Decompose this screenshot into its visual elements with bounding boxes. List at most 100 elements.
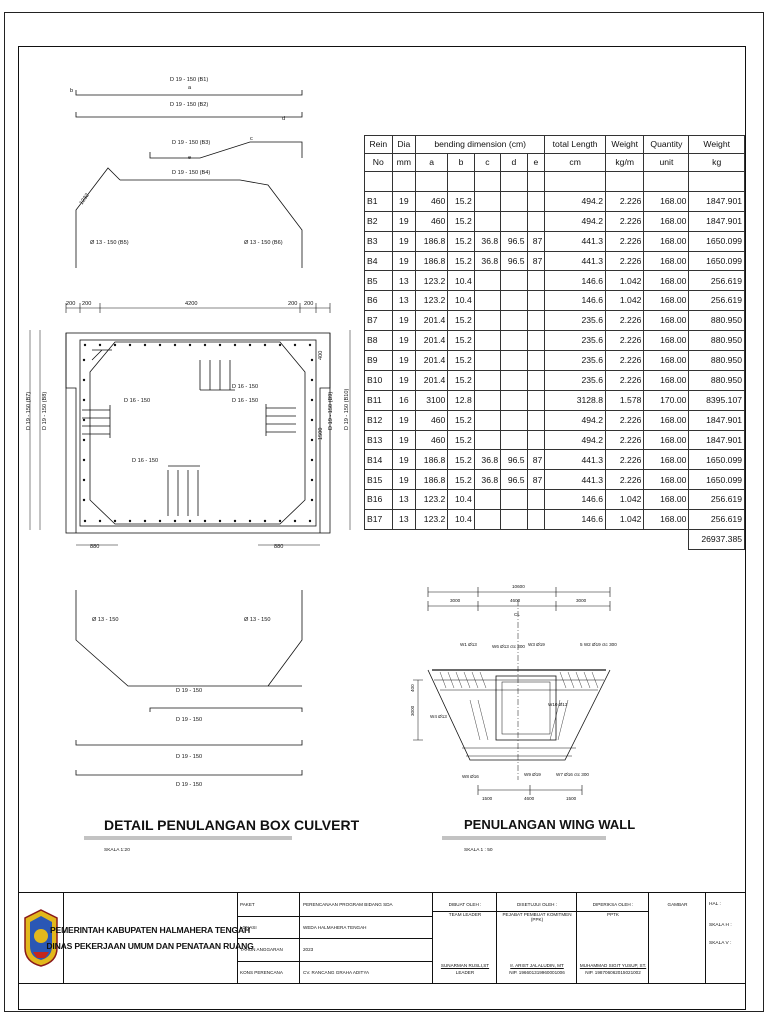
label-o13-b: Ø 13 - 150 xyxy=(244,617,270,623)
cell-b: 10.4 xyxy=(447,290,475,312)
ww-w1: W1 Ø13 xyxy=(460,642,477,647)
agency-line-1: PEMERINTAH KABUPATEN HALMAHERA TENGAH xyxy=(50,925,250,935)
cell-len: 146.6 xyxy=(544,290,606,312)
th-wt: Weight xyxy=(688,135,745,154)
diperiksa-role: PPTK xyxy=(577,911,649,917)
dibuat-name: SUNARMAN RUSLI,ST xyxy=(440,963,490,968)
label-b5-length: 1232 xyxy=(79,193,91,207)
cell-len: 235.6 xyxy=(544,310,606,332)
bar-b5 xyxy=(75,167,121,268)
cell-e xyxy=(526,310,546,332)
th-total2: cm xyxy=(544,153,606,172)
lokasi-value: WEDA HALMAHERA TENGAH xyxy=(303,924,367,930)
cell-wpm: 2.226 xyxy=(604,449,645,471)
paket-label: PAKET xyxy=(240,902,255,907)
title-block: PEMERINTAH KABUPATEN HALMAHERA TENGAH DI… xyxy=(18,892,746,984)
cell-wt: 880.950 xyxy=(688,330,745,352)
cell-wt: 1847.901 xyxy=(688,409,745,431)
label-d19-a: D 19 - 150 xyxy=(176,688,202,694)
cell-e xyxy=(526,350,546,371)
cell-no: B6 xyxy=(364,290,393,312)
cell-d: 96.5 xyxy=(500,449,528,471)
letter-b: b xyxy=(70,88,73,94)
cell-e: 87 xyxy=(526,250,546,272)
cell-len: 441.3 xyxy=(544,469,606,491)
cell-len: 441.3 xyxy=(544,230,606,252)
cell-d xyxy=(500,369,528,391)
cell-d xyxy=(500,210,528,232)
dim-side2: 400 xyxy=(318,351,324,360)
label-b6: Ø 13 - 150 (B6) xyxy=(244,240,283,246)
cell-wpm: 2.226 xyxy=(604,369,645,391)
cell-qty: 168.00 xyxy=(643,250,690,272)
cell-no: B17 xyxy=(364,509,393,531)
cell-e xyxy=(526,369,546,391)
cell-qty: 168.00 xyxy=(643,449,690,471)
cell-b: 15.2 xyxy=(447,210,475,232)
table-total-row: 26937.385 xyxy=(364,529,745,550)
th-rein: Rein xyxy=(364,135,393,154)
cell-dia: 19 xyxy=(391,429,417,451)
ww-w3: W3 Ø19 xyxy=(528,642,545,647)
th-e: e xyxy=(526,153,546,172)
cell-c xyxy=(473,330,502,352)
cell-qty: 168.00 xyxy=(643,290,690,312)
cell-wt: 1847.901 xyxy=(688,210,745,232)
cell-c xyxy=(473,350,502,371)
cell-c xyxy=(473,310,502,332)
sheet-info: HAL : SKALA H : SKALA V : xyxy=(705,893,746,983)
cell-wt: 880.950 xyxy=(688,310,745,332)
letter-c: c xyxy=(250,136,253,142)
cell-a: 186.8 xyxy=(415,230,449,252)
cell-qty: 170.00 xyxy=(643,389,690,411)
rebar-schedule-table: Rein Dia bending dimension (cm) total Le… xyxy=(364,135,745,550)
bar-b3 xyxy=(149,141,303,159)
dim-c: 200 xyxy=(288,301,297,307)
cell-qty: 168.00 xyxy=(643,489,690,511)
cell-no: B8 xyxy=(364,330,393,352)
cell-no: B16 xyxy=(364,489,393,511)
cell-len: 146.6 xyxy=(544,489,606,511)
cell-wt: 1650.099 xyxy=(688,230,745,252)
ww-w9: W9 Ø19 xyxy=(524,772,541,777)
cell-qty: 168.00 xyxy=(643,350,690,371)
cell-qty: 168.00 xyxy=(643,190,690,212)
cell-b: 15.2 xyxy=(447,190,475,212)
cell-dia: 13 xyxy=(391,489,417,511)
cell-len: 235.6 xyxy=(544,369,606,391)
cell-c: 36.8 xyxy=(473,449,502,471)
label-b10: D 19 - 150 (B10) xyxy=(344,389,350,430)
cell-a: 123.2 xyxy=(415,509,449,531)
cell-dia: 16 xyxy=(391,389,417,411)
cell-no: B10 xyxy=(364,369,393,391)
cell-dia: 19 xyxy=(391,350,417,371)
cell-a: 460 xyxy=(415,210,449,232)
cell-b: 15.2 xyxy=(447,310,475,332)
cell-c xyxy=(473,429,502,451)
cell-e xyxy=(526,330,546,352)
cell-b: 15.2 xyxy=(447,369,475,391)
agency-line-2: DINAS PEKERJAAN UMUM DAN PENATAAN RUANG xyxy=(46,941,254,951)
cell-len: 441.3 xyxy=(544,250,606,272)
cell-no: B7 xyxy=(364,310,393,332)
ww-dim-br: 1500 xyxy=(566,796,577,801)
cell-no: B1 xyxy=(364,190,393,212)
skala-h-label: SKALA H : xyxy=(709,923,732,928)
ww-w7: W7 Ø16 ctc 300 xyxy=(556,772,589,777)
cell-wpm: 2.226 xyxy=(604,409,645,431)
cell-b: 12.8 xyxy=(447,389,475,411)
cell-wpm: 1.042 xyxy=(604,270,645,292)
dim-side: 1500 xyxy=(318,428,324,440)
total-weight: 26937.385 xyxy=(688,529,745,550)
disetujui-label: DISETUJUI OLEH : xyxy=(516,902,558,907)
th-wt2: kg xyxy=(688,153,745,172)
kons-label: KONS PERENCANA xyxy=(240,969,283,975)
cell-b: 15.2 xyxy=(447,250,475,272)
ww-total: 10600 xyxy=(512,584,525,589)
cell-dia: 19 xyxy=(391,190,417,212)
cell-d xyxy=(500,350,528,371)
cell-c: 36.8 xyxy=(473,469,502,491)
th-a: a xyxy=(415,153,449,172)
